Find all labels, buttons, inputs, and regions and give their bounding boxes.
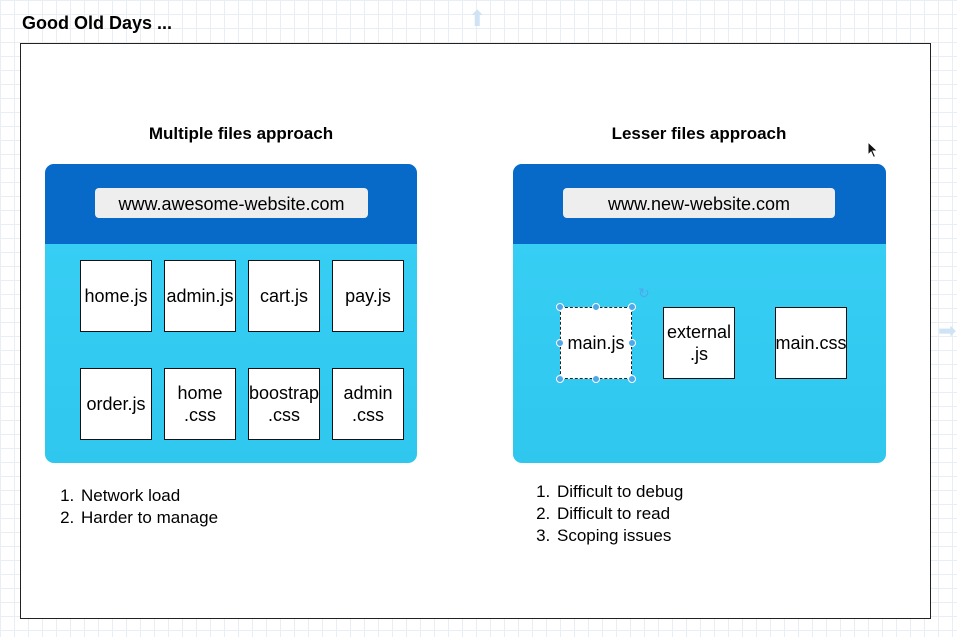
- resize-handle[interactable]: [592, 375, 600, 383]
- list-item: Difficult to debug: [555, 481, 683, 503]
- page-title: Good Old Days ...: [22, 13, 173, 33]
- resize-handle[interactable]: [556, 375, 564, 383]
- file-box[interactable]: main.css: [775, 307, 847, 379]
- resize-handle[interactable]: [628, 375, 636, 383]
- file-box[interactable]: cart.js: [248, 260, 320, 332]
- file-box[interactable]: admin .css: [332, 368, 404, 440]
- rotate-icon[interactable]: ↻: [638, 285, 650, 301]
- resize-handle[interactable]: [556, 303, 564, 311]
- list-item: Difficult to read: [555, 503, 683, 525]
- left-heading: Multiple files approach: [148, 124, 334, 143]
- left-browser-window[interactable]: www.awesome-website.com home.js admin.js…: [45, 164, 417, 463]
- file-box[interactable]: home.js: [80, 260, 152, 332]
- file-box[interactable]: main.js: [560, 307, 632, 379]
- file-box[interactable]: order.js: [80, 368, 152, 440]
- file-box[interactable]: external .js: [663, 307, 735, 379]
- file-box[interactable]: boostrap .css: [248, 368, 320, 440]
- list-item: Network load: [79, 485, 218, 507]
- left-notes-list: Network load Harder to manage: [55, 485, 218, 529]
- resize-handle[interactable]: [628, 303, 636, 311]
- right-heading: Lesser files approach: [611, 124, 787, 143]
- resize-handle[interactable]: [556, 339, 564, 347]
- right-notes-list: Difficult to debug Difficult to read Sco…: [531, 481, 683, 547]
- list-item: Harder to manage: [79, 507, 218, 529]
- resize-handle[interactable]: [592, 303, 600, 311]
- right-url-bar[interactable]: www.new-website.com: [563, 188, 835, 218]
- resize-handle[interactable]: [628, 339, 636, 347]
- left-url-bar[interactable]: www.awesome-website.com: [95, 188, 368, 218]
- mouse-pointer-icon: [867, 141, 879, 159]
- file-box[interactable]: pay.js: [332, 260, 404, 332]
- arrow-up-icon[interactable]: ⬆: [468, 6, 487, 31]
- file-box[interactable]: home .css: [164, 368, 236, 440]
- arrow-right-icon[interactable]: ➡: [938, 318, 957, 343]
- file-box[interactable]: admin.js: [164, 260, 236, 332]
- right-browser-window[interactable]: www.new-website.com main.js external .js…: [513, 164, 886, 463]
- list-item: Scoping issues: [555, 525, 683, 547]
